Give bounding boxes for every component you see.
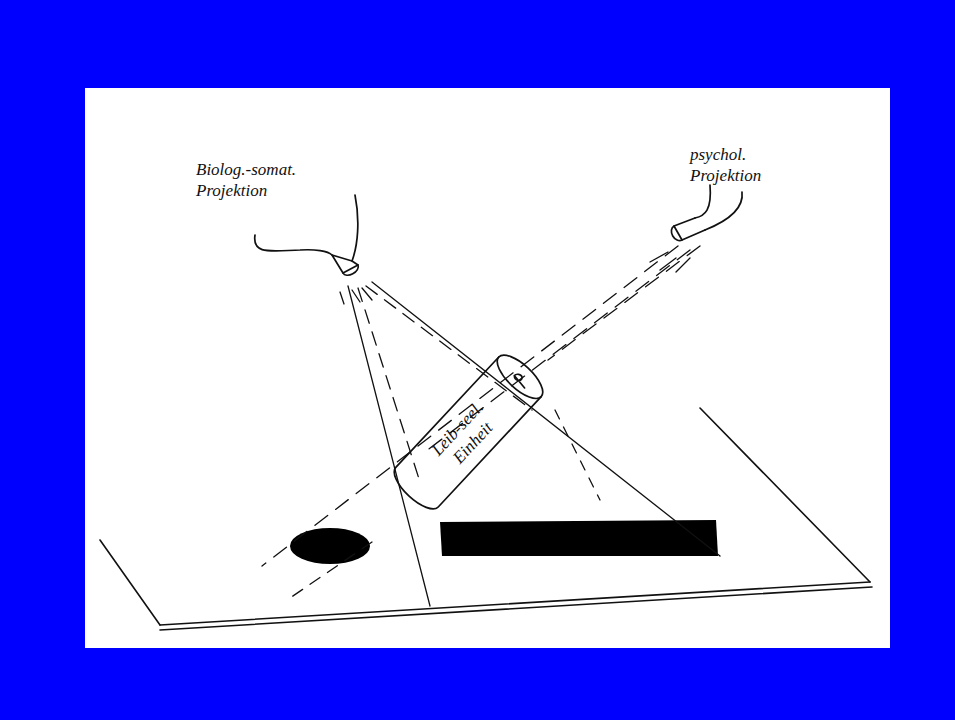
white-sheet	[85, 88, 890, 648]
light-beams	[262, 246, 720, 606]
outline-stroke	[512, 372, 528, 388]
outline-stroke	[343, 265, 358, 275]
beam-line	[262, 246, 678, 566]
plate-edge	[160, 582, 870, 625]
beam-line	[555, 410, 600, 500]
beam-line	[548, 246, 700, 360]
handwritten-label: psychol. Projektion	[690, 144, 810, 186]
outline-stroke	[332, 255, 358, 273]
plate-edge	[100, 540, 160, 625]
beam-line	[290, 542, 372, 598]
outline-stroke	[255, 235, 332, 255]
beam-line	[358, 288, 420, 482]
outline-stroke	[490, 357, 541, 405]
projector-lamp: psychol. Projektion	[660, 140, 830, 255]
outline-stroke	[705, 192, 742, 230]
plate-edge	[700, 408, 870, 582]
projector-lamp: Biolog.-somat. Projektion	[190, 155, 380, 290]
outline-stroke	[352, 195, 358, 261]
outline-stroke	[387, 348, 549, 516]
plate-edge	[160, 587, 872, 630]
handwritten-label: Biolog.-somat. Projektion	[196, 159, 321, 201]
rectangular-shadow	[440, 520, 718, 556]
outline-stroke	[695, 185, 710, 218]
beam-line	[372, 282, 720, 556]
beam-line	[340, 288, 372, 304]
outline-stroke	[671, 226, 682, 241]
beam-line	[366, 286, 532, 410]
round-shadow	[290, 528, 370, 564]
outline-stroke	[674, 218, 705, 240]
beam-line	[650, 252, 690, 272]
